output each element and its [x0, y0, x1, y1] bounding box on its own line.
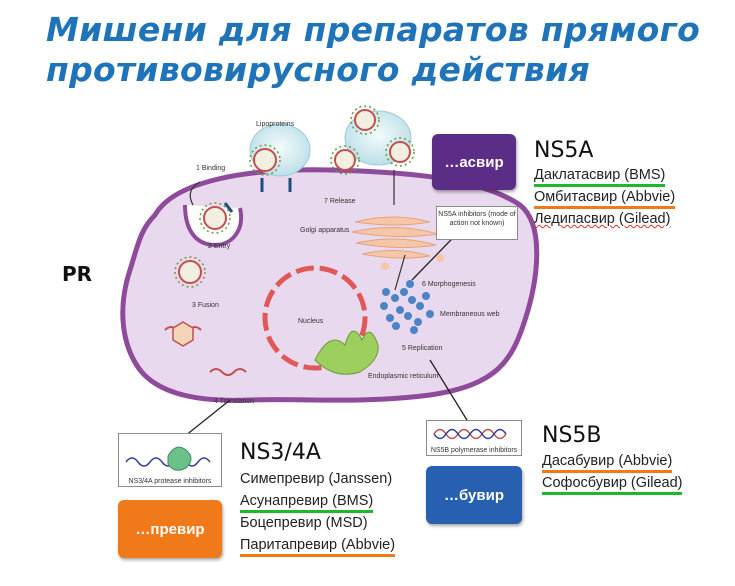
drug-simeprevir: Симепревир (Janssen)	[240, 471, 393, 487]
label-binding: 1 Binding	[196, 165, 225, 172]
drug-ledipasvir: Ледипасвир (Gilead)	[534, 211, 671, 227]
drug-asunaprevir: Асунапревир (BMS)	[240, 493, 374, 513]
label-nucleus: Nucleus	[298, 318, 324, 325]
virion	[253, 148, 277, 172]
membranous-web	[380, 280, 434, 334]
virion	[389, 141, 411, 163]
drug-boceprevir: Боцепревир (MSD)	[240, 515, 368, 531]
label-er: Endoplasmic reticulum	[368, 373, 439, 380]
label-membranous-web: Membraneous web	[440, 311, 500, 318]
virion	[354, 109, 376, 131]
label-golgi: Golgi apparatus	[300, 227, 350, 234]
virion	[178, 260, 202, 284]
drug-sofosbuvir: Софосбувир (Gilead)	[542, 475, 683, 495]
label-entry: 2 Entry	[208, 243, 231, 250]
drug-paritaprevir: Паритапревир (Abbvie)	[240, 537, 396, 557]
golgi-stack	[354, 216, 431, 226]
endoplasmic-reticulum	[314, 330, 379, 375]
virion	[334, 149, 356, 171]
label-replication: 5 Replication	[402, 345, 443, 352]
label-release: 7 Release	[324, 198, 356, 205]
polymerase-icon	[433, 428, 507, 440]
ns34a-class-button[interactable]: …превир	[118, 500, 222, 558]
ns5a-inhibitor-box: NS5A inhibitors (mode of action not know…	[436, 206, 518, 240]
slide-title: Мишени для препаратов прямого противовир…	[46, 10, 701, 89]
capsid	[172, 321, 194, 347]
ns5a-heading: NS5A	[534, 138, 594, 163]
label-morphogenesis: 6 Morphogenesis	[422, 281, 476, 288]
ns5b-class-button[interactable]: …бувир	[426, 466, 522, 524]
label-lipoproteins: Lipoproteins	[256, 121, 295, 128]
drug-daclatasvir: Даклатасвир (BMS)	[534, 167, 666, 187]
drug-dasabuvir: Дасабувир (Abbvie)	[542, 453, 673, 473]
pr-label: PR	[62, 262, 93, 286]
label-fusion: 3 Fusion	[192, 302, 219, 309]
ns5b-heading: NS5B	[542, 423, 602, 448]
nucleus	[262, 265, 368, 371]
virion	[203, 206, 227, 230]
label-translation: 4 Translation	[214, 398, 254, 405]
ns34a-heading: NS3/4A	[240, 440, 321, 465]
protease-icon	[125, 446, 211, 471]
ns5a-class-button[interactable]: …асвир	[432, 134, 516, 190]
drug-ombitasvir: Омбитасвир (Abbvie)	[534, 189, 676, 209]
